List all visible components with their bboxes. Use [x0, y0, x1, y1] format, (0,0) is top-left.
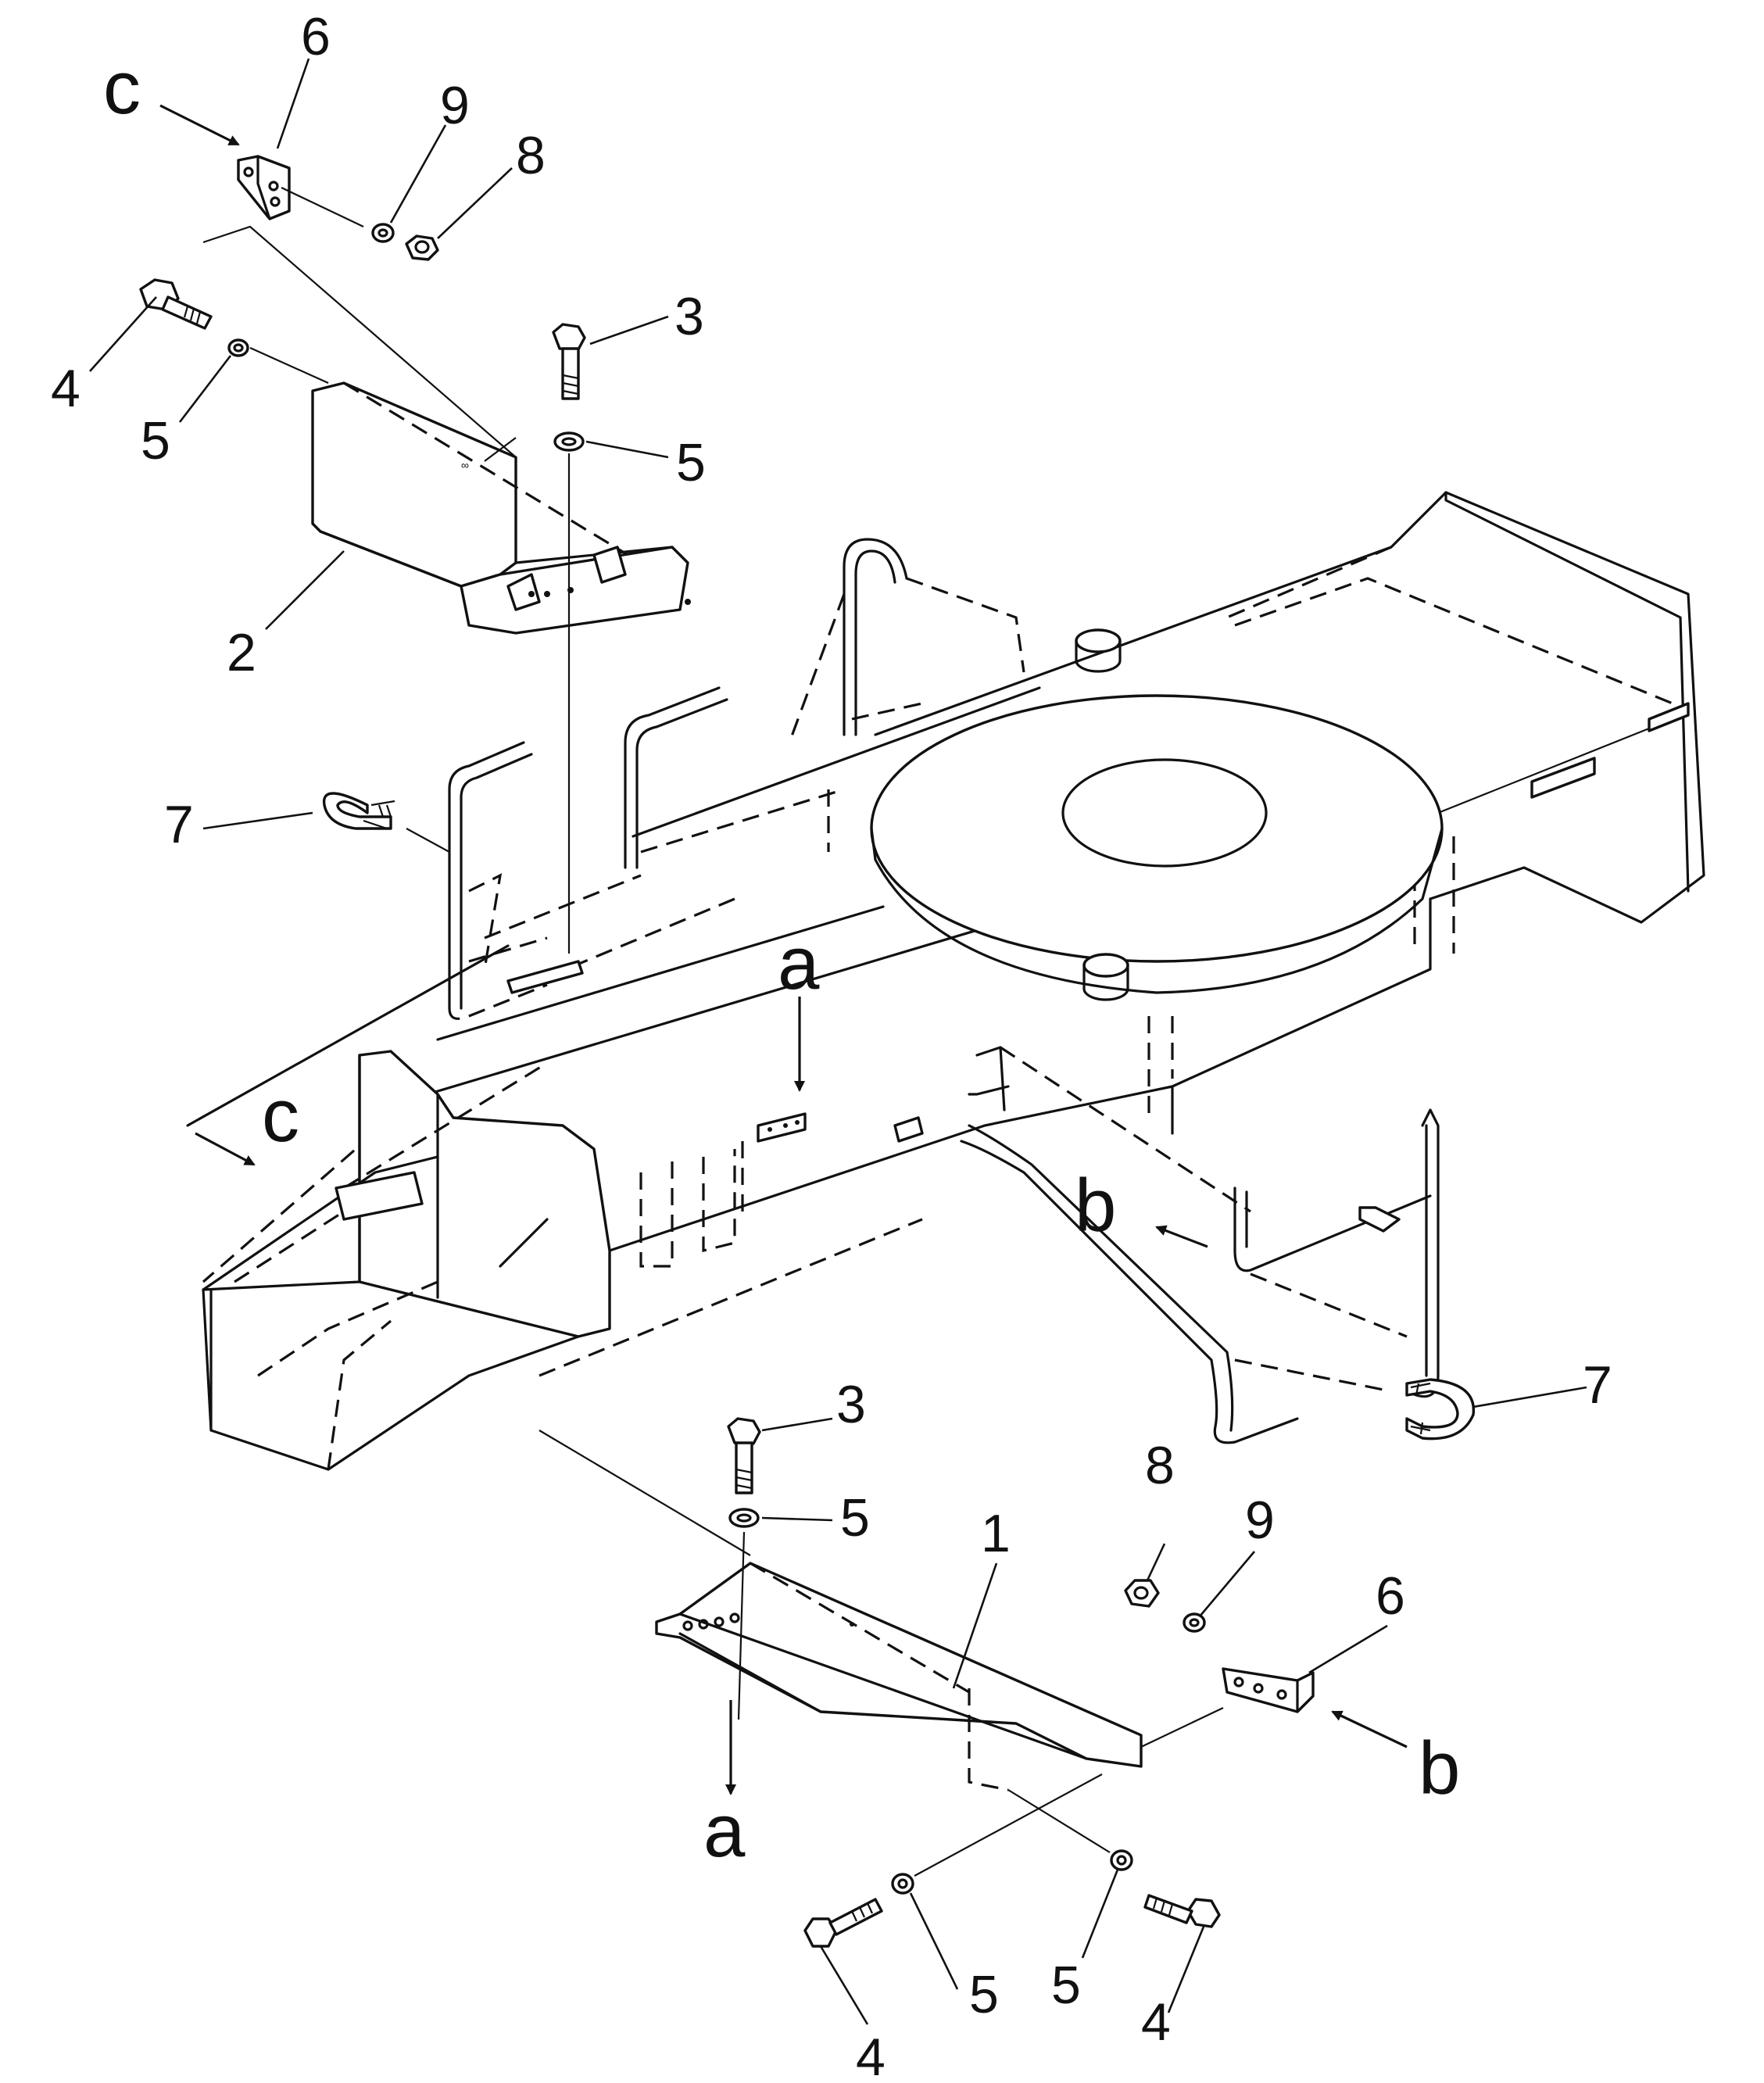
view-arrow-c-top — [159, 104, 240, 146]
washer-part-5-top-left — [227, 338, 249, 357]
view-letter-a-bottom: a — [703, 1789, 746, 1873]
callout-8-bottom: 8 — [1145, 1436, 1175, 1495]
callout-5-bottom-right: 5 — [1051, 1956, 1081, 2015]
callout-6-top: 6 — [301, 7, 331, 66]
view-letter-c-top: c — [103, 46, 141, 130]
u-bolt-part-7-left — [322, 792, 450, 853]
bracket-part-6-top — [237, 155, 291, 220]
callout-2: 2 — [227, 623, 256, 682]
cover-part-2: ∞ — [311, 381, 691, 635]
bolt-part-3-bottom — [727, 1417, 761, 1494]
track-frame — [186, 491, 1705, 1471]
callout-5-top-left: 5 — [141, 411, 170, 471]
view-letter-b-mid: b — [1075, 1164, 1116, 1247]
callout-9-top: 9 — [440, 76, 470, 135]
view-arrow-b-mid — [1155, 1225, 1208, 1248]
view-letter-a-top: a — [778, 922, 820, 1005]
callout-1: 1 — [981, 1504, 1011, 1563]
bracket-part-6-bottom — [1222, 1667, 1315, 1713]
callout-5-top-right: 5 — [676, 433, 706, 492]
swing-circle — [870, 628, 1444, 1001]
washer-part-5-bottom — [728, 1508, 760, 1528]
bolt-part-4-bottom-right — [1143, 1894, 1221, 1928]
callout-5-bottom-left: 5 — [969, 1965, 999, 2024]
callout-4-bottom-left: 4 — [856, 2028, 886, 2083]
callout-9-bottom: 9 — [1245, 1491, 1275, 1550]
callout-4-top: 4 — [51, 359, 81, 418]
bolt-part-4-bottom-left — [803, 1898, 883, 1948]
bolt-part-4-top — [139, 278, 213, 330]
washer-part-9-bottom — [1183, 1612, 1206, 1633]
callout-3-bottom: 3 — [836, 1375, 866, 1434]
callout-5-bottom: 5 — [840, 1488, 870, 1548]
washer-part-5-bottom-right — [1110, 1849, 1133, 1871]
callout-7-left: 7 — [164, 795, 194, 854]
view-arrow-b-bottom — [1331, 1710, 1408, 1748]
handrail-upper-left — [448, 538, 1025, 1020]
callout-4-bottom-right: 4 — [1141, 1992, 1171, 2052]
leader-lines — [89, 58, 1587, 2025]
callout-3-top: 3 — [674, 287, 704, 346]
frame-bracket-top — [506, 960, 584, 994]
callout-7-right: 7 — [1583, 1355, 1612, 1415]
nut-part-8-top — [405, 234, 439, 261]
u-bolt-part-7-right — [1405, 1378, 1476, 1441]
washer-part-5-bottom-left — [891, 1873, 914, 1895]
cover-part-1 — [655, 1562, 1143, 1791]
washer-part-5-top-right — [553, 431, 585, 452]
handrail-lower-right — [960, 1046, 1440, 1444]
nut-part-8-bottom — [1124, 1579, 1160, 1608]
view-letter-b-bottom: b — [1419, 1727, 1460, 1810]
bolt-part-3-top — [552, 323, 586, 400]
washer-part-9-top — [371, 223, 395, 243]
view-arrow-c-mid — [195, 1132, 256, 1166]
callout-6-bottom: 6 — [1376, 1566, 1405, 1626]
svg-text:∞: ∞ — [461, 459, 469, 471]
callout-8-top: 8 — [516, 126, 546, 185]
view-letter-c-mid: c — [262, 1074, 299, 1158]
